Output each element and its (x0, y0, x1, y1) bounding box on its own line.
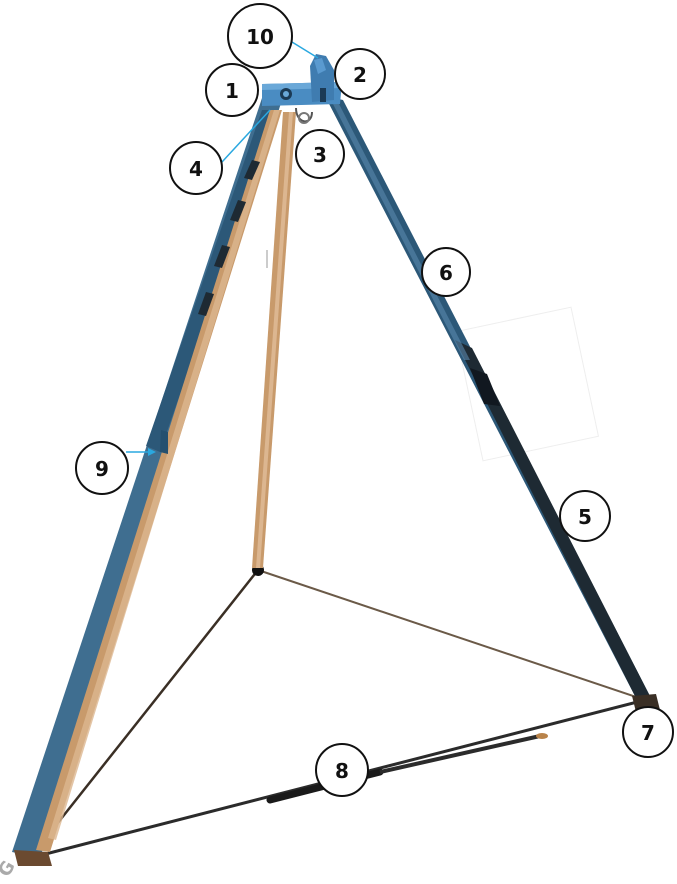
callout-label-7: 7 (641, 721, 655, 745)
callout-10: 10 (228, 4, 292, 68)
callout-5: 5 (560, 491, 610, 541)
callout-label-8: 8 (335, 759, 349, 783)
callout-label-1: 1 (225, 79, 239, 103)
callout-label-6: 6 (439, 261, 453, 285)
callout-6: 6 (422, 248, 470, 296)
right-leg (325, 96, 652, 702)
callout-8: 8 (316, 744, 368, 796)
callout-label-2: 2 (353, 63, 367, 87)
left-leg (12, 98, 282, 858)
callout-label-3: 3 (313, 143, 327, 167)
callout-7: 7 (623, 707, 673, 757)
callout-3: 3 (296, 130, 344, 178)
callout-1: 1 (206, 64, 258, 116)
callout-4: 4 (170, 142, 222, 194)
callout-9: 9 (76, 442, 128, 494)
callout-label-4: 4 (189, 157, 203, 181)
leader-line-10 (292, 42, 318, 58)
callout-2: 2 (335, 49, 385, 99)
callout-label-9: 9 (95, 457, 109, 481)
callout-label-5: 5 (578, 505, 592, 529)
callout-label-10: 10 (246, 25, 274, 49)
